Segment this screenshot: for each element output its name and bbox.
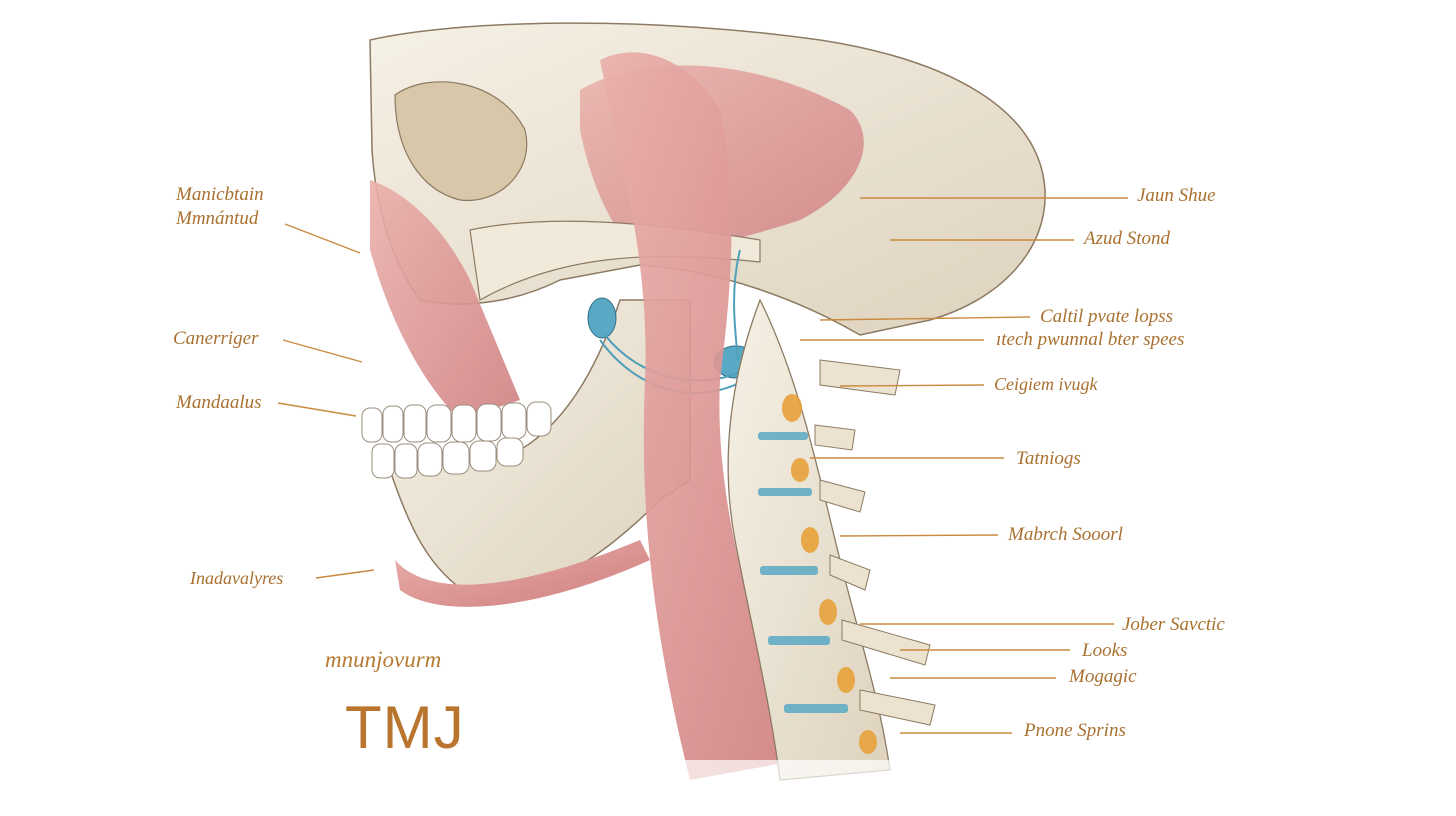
- label-tatniogs: Tatniogs: [1016, 448, 1081, 469]
- label-canerriger: Canerriger: [173, 328, 259, 349]
- cervical-spine: [727, 298, 936, 781]
- facial-muscles: [370, 180, 520, 420]
- label-caltil-pvate-lopss: Caltil pvate lopss: [1040, 306, 1173, 327]
- label-looks: Looks: [1082, 640, 1128, 661]
- neck-muscles: [600, 52, 800, 780]
- label-mabrch-sooorl: Mabrch Sooorl: [1008, 524, 1123, 545]
- diagram-title: TMJ: [345, 694, 465, 761]
- label-mogagic: Mogagic: [1069, 666, 1137, 687]
- upper-teeth: [361, 401, 552, 443]
- lower-teeth: [371, 437, 524, 479]
- label-azud-stond: Azud Stond: [1084, 228, 1171, 249]
- label-manicbtain: Manicbtain: [176, 184, 264, 205]
- label-ceigiem-ivugk: Ceigiem ivugk: [994, 374, 1098, 394]
- label-itech-pwunnal: ıtech pwunnal bter spees: [996, 329, 1185, 350]
- digastric-muscle: [395, 540, 650, 607]
- diagram-subtitle: mnunjovurm: [325, 647, 442, 672]
- mandible: [389, 299, 691, 597]
- label-inadavalyres: Inadavalyres: [190, 568, 284, 588]
- label-jaun-shue: Jaun Shue: [1137, 185, 1216, 206]
- eye-orbit: [394, 81, 528, 202]
- label-pnone-sprins: Pnone Sprins: [1024, 720, 1126, 741]
- label-jober-savctic: Jober Savctic: [1122, 614, 1225, 635]
- label-mandaalus: Mandaalus: [176, 392, 262, 413]
- label-mmnantud: Mmnántud: [176, 208, 259, 229]
